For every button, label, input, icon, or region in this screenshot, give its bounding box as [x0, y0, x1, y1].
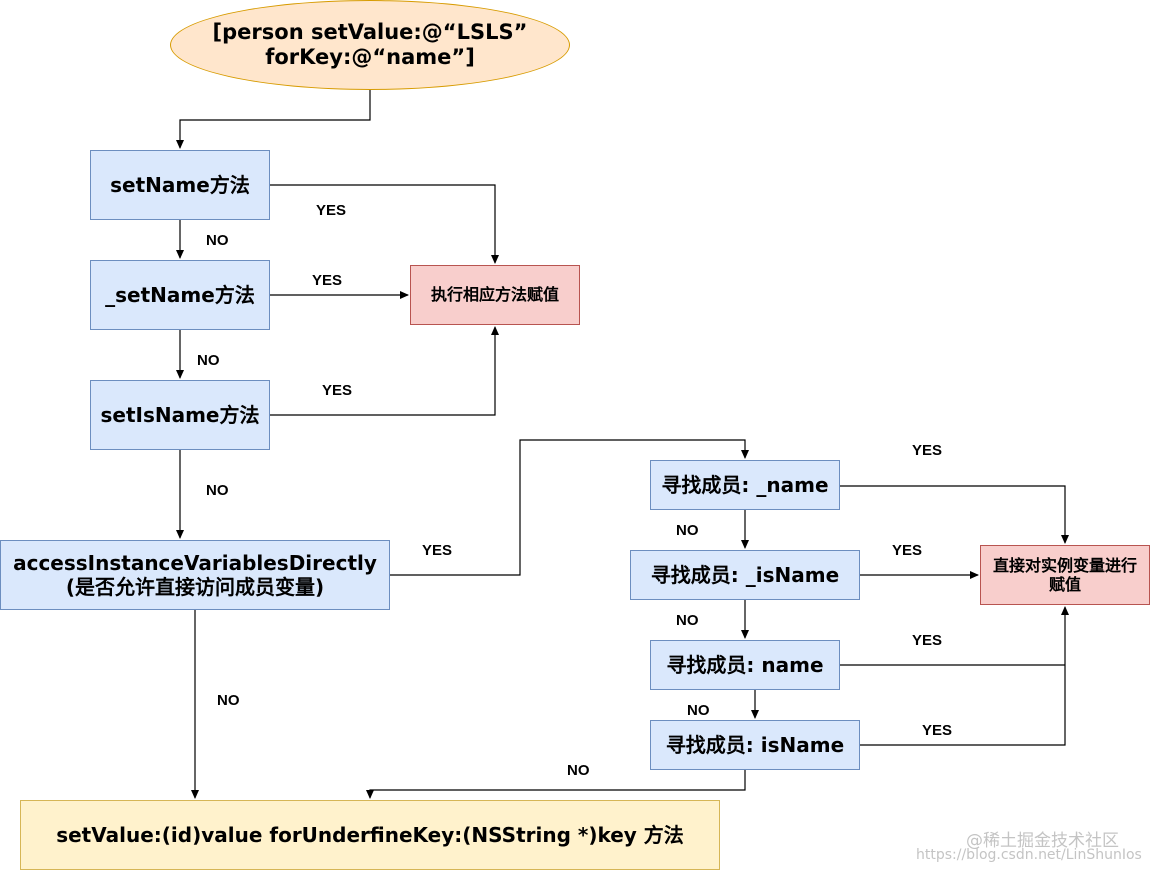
- access-instance-variables-line2: (是否允许直接访问成员变量): [65, 575, 325, 599]
- assign-instance-variable-line2: 赋值: [1048, 575, 1081, 594]
- access-instance-variables-line1: accessInstanceVariablesDirectly: [13, 551, 377, 575]
- find-underscore-isname-node: 寻找成员: _isName: [630, 550, 860, 600]
- label-no-find-name: NO: [687, 702, 710, 719]
- assign-instance-variable-node: 直接对实例变量进行 赋值: [980, 545, 1150, 605]
- label-no-setname: NO: [206, 232, 229, 249]
- label-yes-setname: YES: [316, 202, 347, 219]
- edge-setisname-yes: [270, 326, 499, 416]
- edge-find-isname-no: [366, 770, 746, 799]
- find-isname-node: 寻找成员: isName: [650, 720, 860, 770]
- start-node-line1: [person setValue:@“LSLS”: [212, 19, 528, 44]
- find-underscore-name-node: 寻找成员: _name: [650, 460, 840, 510]
- edge-access-yes: [390, 439, 749, 576]
- start-node-line2: forKey:@“name”]: [265, 45, 475, 69]
- label-no-find-isname: NO: [567, 762, 590, 779]
- label-yes-find-uisname: YES: [892, 542, 923, 559]
- edge-start-to-setname: [176, 90, 371, 149]
- edge-find-isname-yes: [860, 606, 1069, 746]
- edge-setname-yes: [270, 184, 499, 264]
- assign-instance-variable-line1: 直接对实例变量进行: [992, 555, 1137, 575]
- execute-method-node: 执行相应方法赋值: [410, 265, 580, 325]
- underscore-setname-method-node: _setName方法: [90, 260, 270, 330]
- label-yes-find-isname: YES: [922, 722, 953, 739]
- label-yes-find-name: YES: [912, 632, 943, 649]
- access-instance-variables-node: accessInstanceVariablesDirectly (是否允许直接访…: [0, 540, 390, 610]
- find-name-node: 寻找成员: name: [650, 640, 840, 690]
- start-node: [person setValue:@“LSLS” forKey:@“name”]: [170, 0, 570, 90]
- label-no-underscore-setname: NO: [197, 352, 220, 369]
- edge-find-uname-yes: [840, 485, 1069, 544]
- label-yes-setisname: YES: [322, 382, 353, 399]
- undefined-key-method-node: setValue:(id)value forUnderfineKey:(NSSt…: [20, 800, 720, 870]
- watermark-url: https://blog.csdn.net/LinShunIos: [916, 847, 1142, 863]
- label-no-setisname: NO: [206, 482, 229, 499]
- label-no-find-uisname: NO: [676, 612, 699, 629]
- label-no-access: NO: [217, 692, 240, 709]
- label-yes-find-uname: YES: [912, 442, 943, 459]
- label-no-find-uname: NO: [676, 522, 699, 539]
- setisname-method-node: setIsName方法: [90, 380, 270, 450]
- setname-method-node: setName方法: [90, 150, 270, 220]
- watermark-brand: @稀土掘金技术社区: [966, 831, 1119, 851]
- label-yes-underscore-setname: YES: [312, 272, 343, 289]
- label-yes-access: YES: [422, 542, 453, 559]
